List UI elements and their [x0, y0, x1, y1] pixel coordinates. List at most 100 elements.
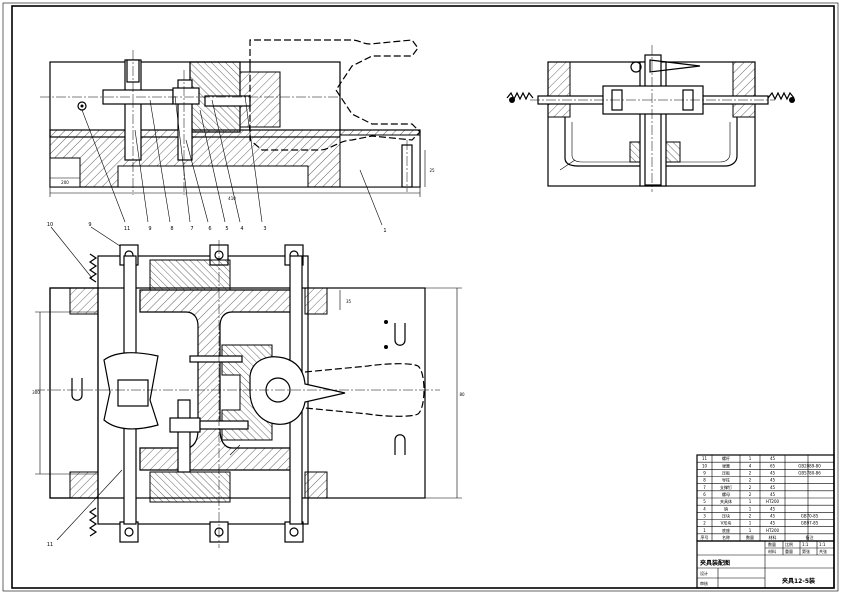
bom-cell: HT200: [766, 528, 780, 533]
callout-9: 9: [88, 222, 91, 228]
svg-text:11: 11: [124, 226, 130, 232]
svg-text:3: 3: [263, 226, 266, 232]
weight-label: 重量: [785, 548, 793, 554]
svg-text:9: 9: [88, 222, 91, 228]
svg-text:8: 8: [170, 226, 173, 232]
bom-cell: 1: [749, 521, 752, 526]
dim-left-step: 200: [61, 180, 69, 185]
bom-cell: 销: [724, 505, 728, 511]
material-label: 材料: [768, 548, 776, 554]
bom-cell: 1: [749, 528, 752, 533]
callout-10: 10: [47, 222, 53, 228]
svg-text:6: 6: [208, 226, 211, 232]
side-view: [506, 45, 795, 192]
bom-cell: 导柱: [722, 477, 730, 483]
bom-cell: GB5780-86: [798, 470, 821, 475]
dim-total-length: 410: [228, 196, 236, 201]
bom-cell: 45: [770, 506, 776, 511]
bom-cell: 45: [770, 513, 776, 518]
dim-overall-height: 80: [459, 392, 465, 397]
drawing-number: 夹具12-5装: [782, 577, 815, 585]
drawing-frame: [11, 5, 835, 589]
bom-cell: 夹具体: [720, 498, 732, 504]
designer-label: 设计: [700, 570, 708, 576]
bom-cell: 4: [703, 506, 706, 511]
bom-cell: 3: [703, 513, 706, 518]
bom-cell: 1: [749, 456, 752, 461]
bom-cell: V形块: [721, 520, 732, 526]
front-view: 410 200 25: [40, 39, 435, 201]
ratio-value: 1:1: [819, 542, 826, 547]
svg-text:10: 10: [47, 222, 53, 228]
bom-cell: 弹簧: [722, 462, 730, 468]
bom-cell: 1: [749, 506, 752, 511]
svg-text:7: 7: [190, 226, 193, 232]
front-view-leaders: 11 9 8 7 6 5 4 3 1: [81, 95, 387, 234]
dim-height: 25: [429, 168, 435, 173]
bom-cell: 螺母: [722, 491, 730, 497]
scale-value: 1:1: [802, 542, 809, 547]
bom-cell: GB97-85: [801, 521, 819, 526]
bom-cell: 2: [749, 513, 752, 518]
bom-cell: 6: [703, 492, 706, 497]
callout-11: 11: [47, 542, 53, 548]
balloon-4: 4: [240, 226, 243, 232]
bom-header-cell: 材料: [769, 534, 777, 540]
top-view: 300 80 35 10 9 11: [32, 222, 465, 548]
bom-cell: 螺杆: [722, 455, 730, 461]
svg-text:1: 1: [383, 228, 386, 234]
bom-cell: 2: [749, 485, 752, 490]
bom-cell: 65: [770, 463, 776, 468]
bom-cell: 2: [703, 521, 706, 526]
bom-cell: 10: [702, 463, 708, 468]
bom-cell: 45: [770, 492, 776, 497]
balloon-3: 3: [263, 226, 266, 232]
bom-cell: 4: [749, 463, 752, 468]
dim-width: 300: [32, 390, 40, 395]
balloon-11: 11: [124, 226, 130, 232]
bom-header-cell: 名称: [722, 534, 730, 540]
title-block: 夹具装配图 数量 比例 1:1 1:1 材料 重量 第张 共张 设计 审核 夹具…: [696, 540, 835, 589]
bom-cell: 2: [749, 492, 752, 497]
balloon-1: 1: [383, 228, 386, 234]
bom-cell: GB2089-80: [798, 463, 821, 468]
dim-offset: 35: [346, 299, 352, 304]
bom-cell: 45: [770, 470, 776, 475]
bom-header-cell: 序号: [701, 534, 709, 540]
bom-cell: 9: [703, 470, 706, 475]
balloon-7: 7: [190, 226, 193, 232]
bom-cell: 压块: [722, 512, 730, 518]
bom-cell: 45: [770, 521, 776, 526]
svg-text:11: 11: [47, 542, 53, 548]
svg-text:4: 4: [240, 226, 243, 232]
bom-cell: 45: [770, 485, 776, 490]
bom-cell: 45: [770, 478, 776, 483]
balloon-9: 9: [148, 226, 151, 232]
sheet-label: 第张: [802, 548, 810, 554]
checker-label: 审核: [700, 580, 708, 586]
bom-cell: GB70-85: [801, 513, 819, 518]
balloon-6: 6: [208, 226, 211, 232]
bom-cell: 支撑钉: [720, 484, 732, 490]
drawing-title: 夹具装配图: [700, 559, 730, 567]
bom-cell: 1: [749, 499, 752, 504]
bom-cell: 1: [703, 528, 706, 533]
balloon-5: 5: [225, 226, 228, 232]
bom-cell: HT200: [766, 499, 780, 504]
total-label: 共张: [819, 548, 827, 554]
bom-header-cell: 数量: [746, 534, 754, 540]
qty-label: 数量: [768, 541, 776, 547]
bom-cell: 8: [703, 478, 706, 483]
scale-label: 比例: [785, 541, 793, 547]
bom-cell: 5: [703, 499, 706, 504]
svg-text:9: 9: [148, 226, 151, 232]
bom-cell: 压板: [722, 469, 730, 475]
bom-cell: 7: [703, 485, 706, 490]
balloon-8: 8: [170, 226, 173, 232]
bom-cell: 45: [770, 456, 776, 461]
bom-cell: 11: [702, 456, 708, 461]
bom-cell: 2: [749, 478, 752, 483]
